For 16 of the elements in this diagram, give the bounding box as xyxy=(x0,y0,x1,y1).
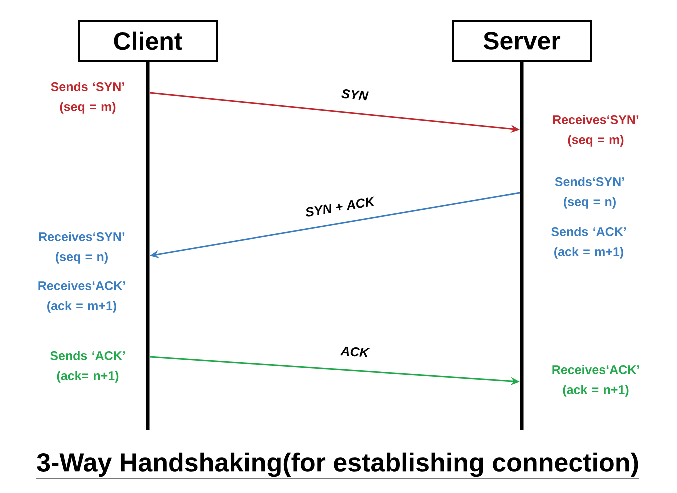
annotation: Receives‘SYN’ (seq = n) xyxy=(39,232,125,264)
edge-label: ACK xyxy=(340,345,370,359)
annotation: Receives‘SYN’ (seq = m) xyxy=(553,115,639,147)
annotation: Sends ‘SYN’ (seq = m) xyxy=(51,82,124,114)
annotation: Receives‘ACK’ (ack = m+1) xyxy=(38,281,126,313)
annotation: Sends ‘ACK’ (ack = m+1) xyxy=(552,227,626,259)
actor-box: Client xyxy=(78,20,218,62)
lifeline xyxy=(520,62,524,430)
title: 3-Way Handshaking(for establishing connection) xyxy=(36,452,640,479)
actor-box: Server xyxy=(452,20,592,62)
annotation: Sends ‘ACK’ (ack= n+1) xyxy=(50,351,125,383)
annotation: Sends‘SYN’ (seq = n) xyxy=(555,177,624,209)
edge-label: SYN xyxy=(340,88,370,102)
edge-label: SYN + ACK xyxy=(304,196,376,218)
lifeline xyxy=(146,62,150,430)
annotation: Receives‘ACK’ (ack = n+1) xyxy=(552,365,640,397)
